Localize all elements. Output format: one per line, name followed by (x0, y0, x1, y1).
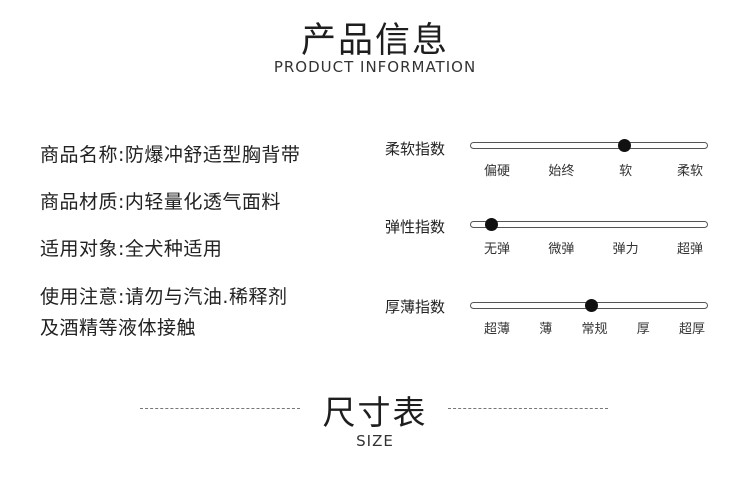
tick-label: 常规 (581, 322, 608, 337)
info-caution-line1: 使用注意:请勿与汽油.稀释剂 (40, 286, 288, 308)
tick-label: 偏硬 (483, 164, 511, 179)
tick-label: 超薄 (483, 322, 511, 337)
product-info-title: 产品信息 (300, 21, 449, 61)
tick-label: 弹力 (612, 242, 639, 257)
elasticity-track (470, 221, 708, 228)
tick-label: 无弹 (483, 242, 511, 257)
size-divider-left (140, 408, 300, 409)
product-info-subtitle: PRODUCT INFORMATION (273, 58, 477, 76)
info-caution-line2: 及酒精等液体接触 (40, 317, 197, 339)
tick-label: 微弹 (548, 242, 575, 257)
info-material: 商品材质:内轻量化透气面料 (40, 191, 281, 213)
softness-label: 柔软指数 (385, 140, 446, 158)
size-title: 尺寸表 (322, 393, 428, 432)
info-product-name: 商品名称:防爆冲舒适型胸背带 (40, 144, 301, 166)
tick-label: 柔软 (676, 164, 704, 179)
tick-label: 薄 (539, 322, 553, 337)
thickness-label: 厚薄指数 (385, 298, 446, 316)
info-applicable: 适用对象:全犬种适用 (40, 238, 223, 260)
size-divider-right (448, 408, 608, 409)
elasticity-label: 弹性指数 (385, 218, 446, 236)
size-subtitle: SIZE (356, 432, 394, 450)
tick-label: 软 (619, 164, 633, 179)
tick-label: 始终 (548, 164, 575, 179)
tick-label: 超厚 (678, 322, 706, 337)
softness-indicator (618, 139, 632, 152)
thickness-indicator (584, 299, 598, 312)
tick-label: 超弹 (676, 242, 704, 257)
tick-label: 厚 (636, 322, 650, 337)
softness-track (470, 142, 708, 149)
elasticity-indicator (484, 218, 498, 231)
